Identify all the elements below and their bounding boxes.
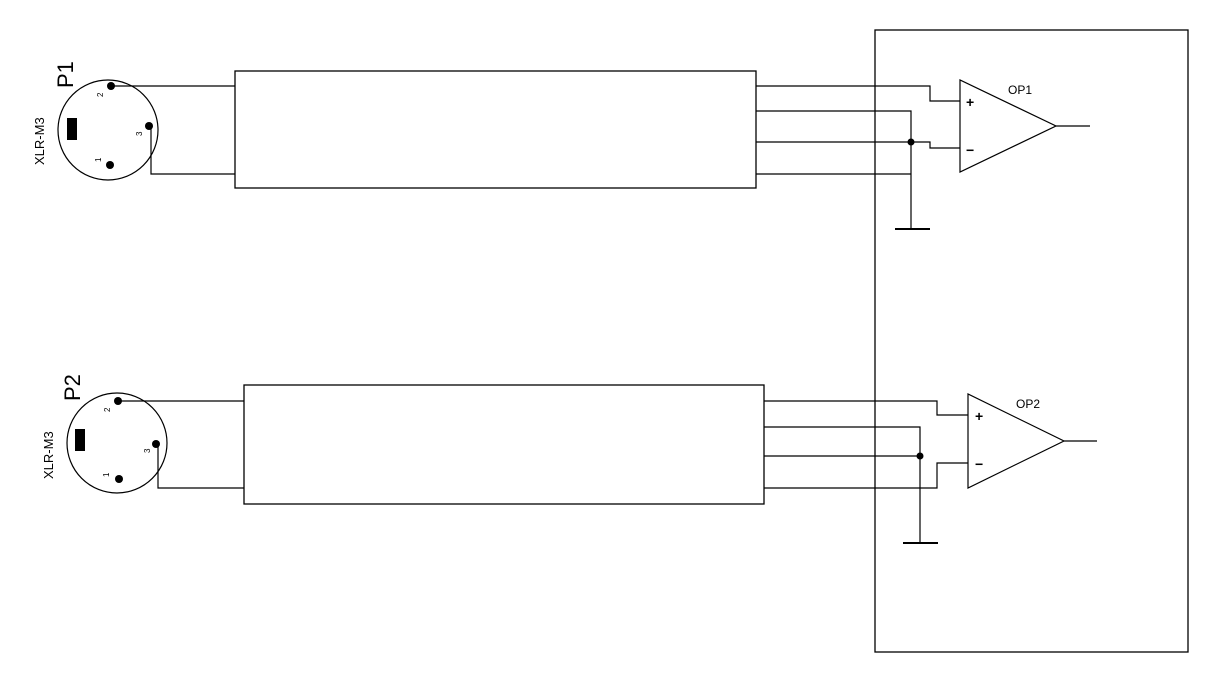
xlr-key-p2 bbox=[75, 429, 85, 451]
wire-cable2-out4 bbox=[764, 462, 968, 489]
op1-minus-sign: − bbox=[966, 142, 974, 158]
xlr-connector-p1 bbox=[57, 79, 159, 181]
pin-3-label-p1: 3 bbox=[135, 131, 144, 136]
channel-1: 2 3 1 P1 XLR-M3 + − OP1 bbox=[32, 61, 1090, 230]
enclosure-board bbox=[874, 29, 1189, 653]
op2-minus-sign: − bbox=[975, 456, 983, 472]
pin-1-label-p2: 1 bbox=[102, 472, 111, 477]
opamp-label-op2: OP2 bbox=[1016, 397, 1040, 411]
pin-3-label-p2: 3 bbox=[143, 448, 152, 453]
pin-1-dot-p2 bbox=[115, 475, 123, 483]
wire-cable2-out2 bbox=[764, 426, 921, 543]
op1-plus-sign: + bbox=[966, 94, 974, 110]
opamp-op1 bbox=[959, 79, 1058, 173]
xlr-key-p1 bbox=[67, 118, 77, 140]
connector-footprint-p2: XLR-M3 bbox=[41, 431, 56, 479]
wire-op1-minus bbox=[911, 141, 960, 149]
pin-2-label-p2: 2 bbox=[103, 407, 112, 412]
pin-1-label-p1: 1 bbox=[94, 157, 103, 162]
opamp-op2 bbox=[967, 393, 1066, 489]
cable-body-1 bbox=[234, 70, 757, 189]
op2-plus-sign: + bbox=[975, 408, 983, 424]
wire-cable1-out2 bbox=[756, 110, 912, 229]
junction-dot-1 bbox=[907, 138, 915, 146]
xlr-connector-p2 bbox=[66, 392, 168, 494]
wire-p1-pin3 bbox=[149, 125, 235, 175]
cable-body-2 bbox=[243, 384, 765, 505]
opamp-label-op1: OP1 bbox=[1008, 83, 1032, 97]
wire-cable1-out1 bbox=[756, 85, 960, 102]
pin-2-label-p1: 2 bbox=[96, 92, 105, 97]
channel-2: 2 3 1 P2 XLR-M3 + − OP2 bbox=[41, 374, 1097, 544]
wire-p2-pin3 bbox=[156, 443, 244, 489]
wire-cable2-out1 bbox=[764, 400, 968, 416]
connector-ref-p2: P2 bbox=[60, 374, 85, 401]
pin-1-dot-p1 bbox=[106, 161, 114, 169]
connector-footprint-p1: XLR-M3 bbox=[32, 117, 47, 165]
junction-dot-2 bbox=[916, 452, 924, 460]
connector-ref-p1: P1 bbox=[53, 61, 78, 88]
